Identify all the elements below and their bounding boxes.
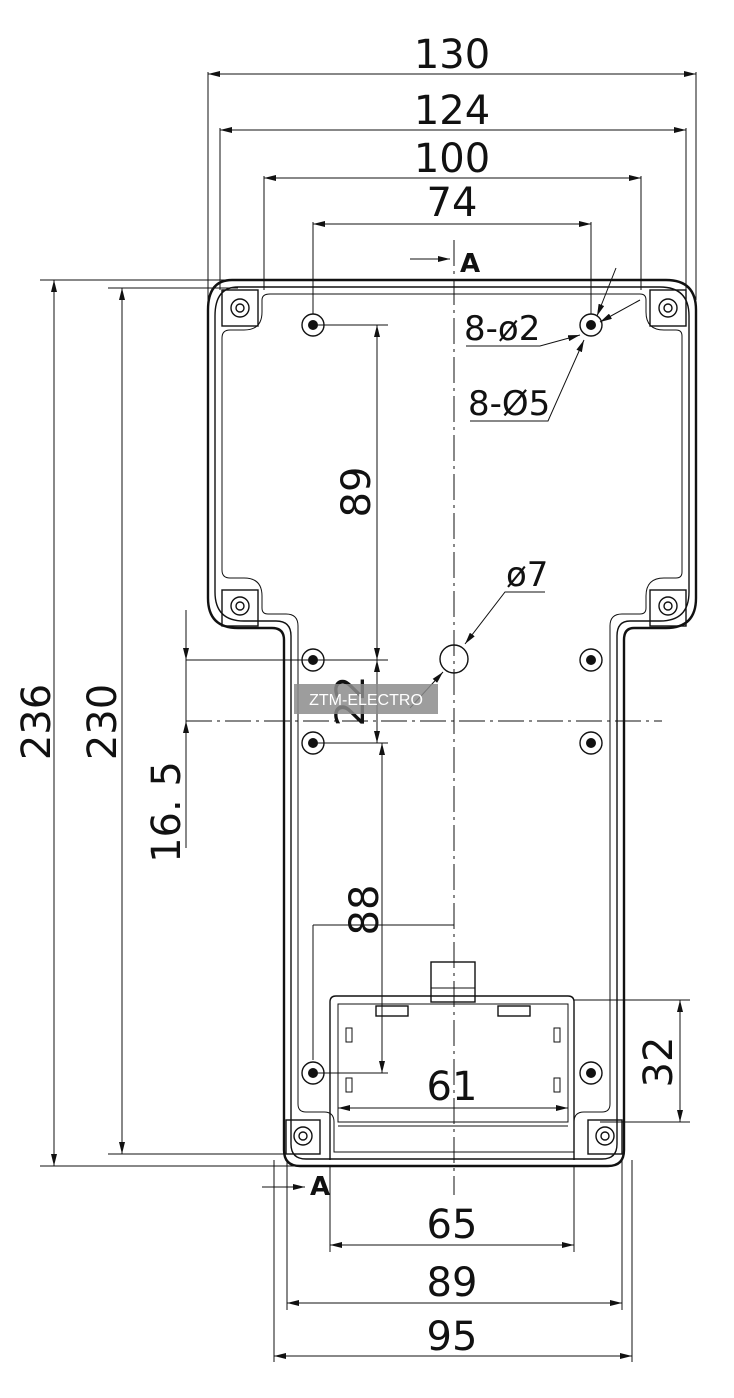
dim-top-hole-spacing: 74 — [427, 180, 478, 226]
leader-lines — [262, 256, 641, 1190]
callout-large-holes: 8-Ø5 — [468, 384, 550, 424]
dimension-lines — [51, 71, 696, 1359]
callout-small-holes: 8-ø2 — [464, 309, 540, 349]
mounting-hole — [579, 313, 603, 337]
dim-lower-width: 95 — [427, 1314, 478, 1360]
mounting-hole — [579, 648, 603, 672]
center-lines — [186, 240, 662, 1195]
dim-inner-height: 230 — [80, 684, 126, 760]
dim-offset: 16. 5 — [144, 761, 190, 863]
watermark-text: ZTM-ELECTRO — [309, 692, 423, 709]
extension-lines — [40, 72, 697, 1362]
callout-center-hole: ø7 — [506, 555, 548, 595]
dim-outer-width: 124 — [414, 88, 490, 134]
dim-mid-width: 100 — [414, 136, 490, 182]
dim-overall-width: 130 — [414, 32, 490, 78]
dim-overall-height: 236 — [14, 684, 60, 760]
dim-lower-hole-spacing: 88 — [342, 885, 388, 936]
dim-battery-width: 65 — [427, 1202, 478, 1248]
section-marker-top: A — [460, 249, 480, 279]
dim-battery-height: 32 — [636, 1037, 682, 1088]
dim-lower-hole-width: 89 — [427, 1260, 478, 1306]
mounting-hole — [579, 1061, 603, 1085]
corner-bosses — [221, 289, 687, 1155]
dim-battery-inner-width: 61 — [427, 1064, 478, 1110]
watermark: ZTM-ELECTRO — [294, 684, 438, 714]
section-marker-bottom: A — [310, 1172, 330, 1202]
enclosure-outline — [206, 278, 698, 1168]
dim-upper-hole-spacing: 89 — [334, 467, 380, 518]
mounting-hole — [579, 731, 603, 755]
battery-compartment — [329, 961, 575, 1160]
